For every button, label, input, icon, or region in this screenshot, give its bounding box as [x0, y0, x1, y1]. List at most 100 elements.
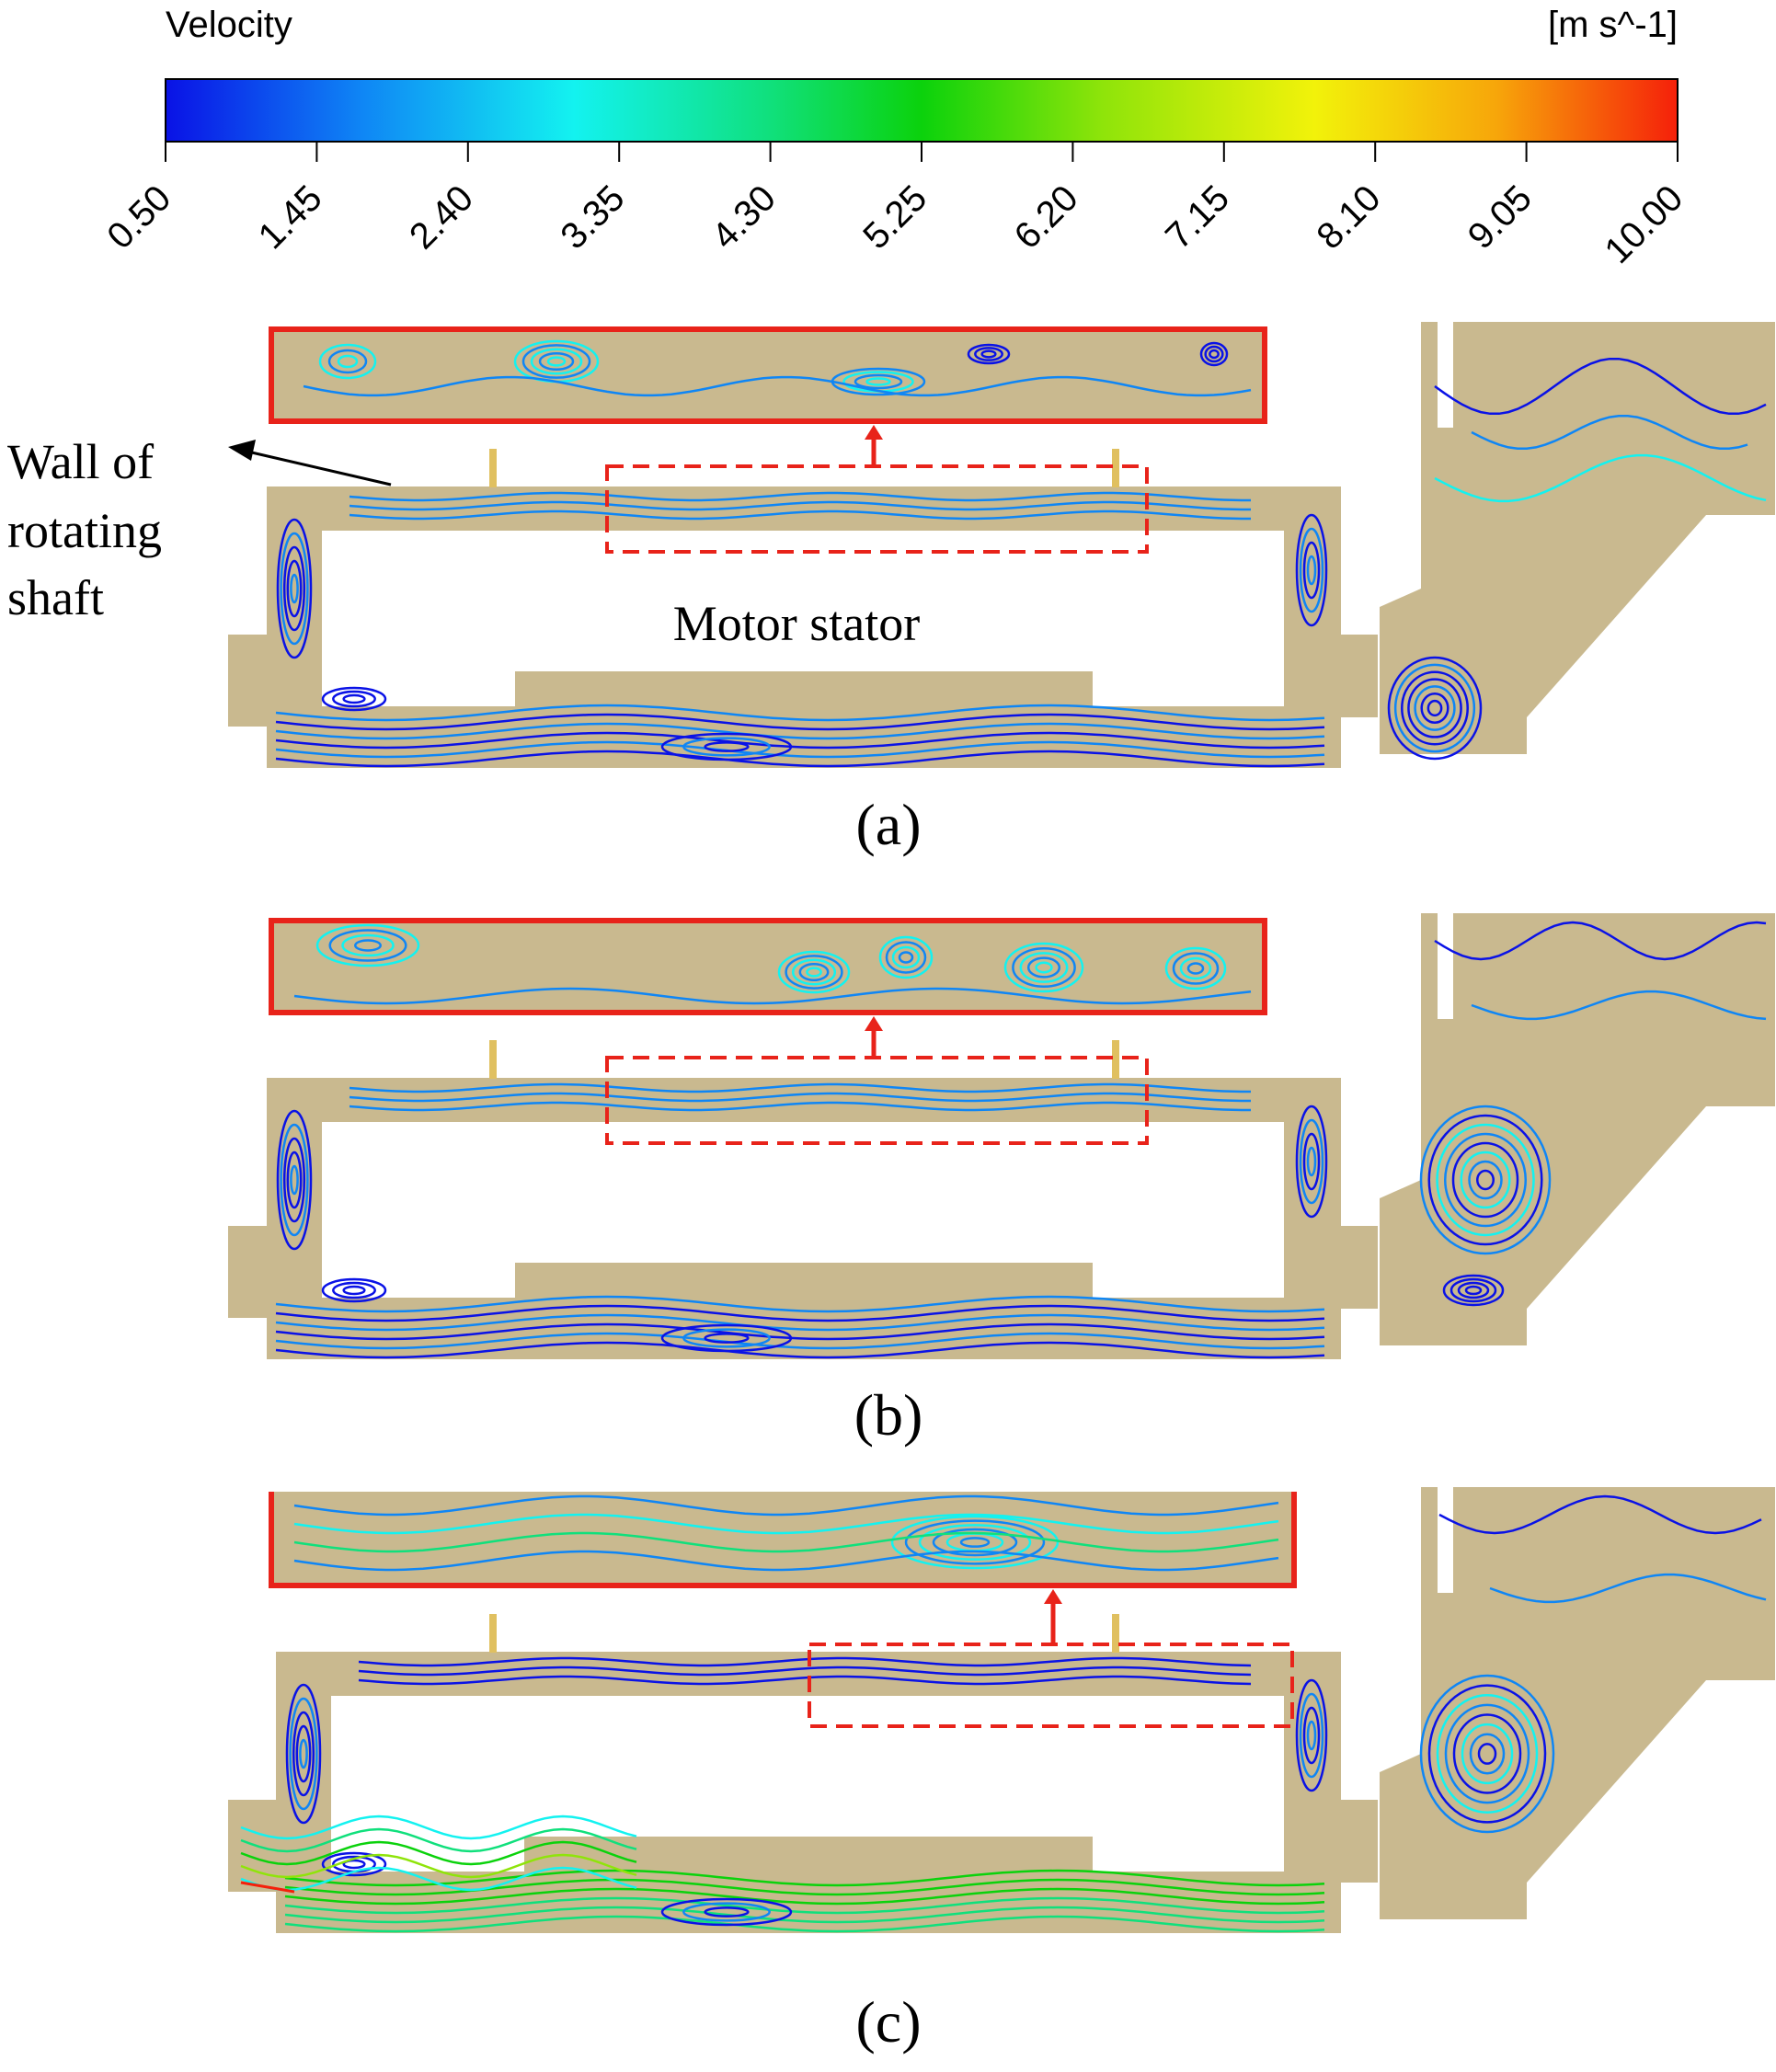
vortex-streamline — [660, 732, 793, 761]
vortex-streamline — [332, 690, 376, 708]
vortex-streamline — [315, 923, 420, 967]
streamline — [275, 704, 1325, 722]
vortex-streamline — [704, 1906, 750, 1917]
vortex-streamline — [1451, 1141, 1519, 1219]
vortex-streamline — [854, 373, 903, 390]
vortex-streamline — [1295, 1105, 1328, 1219]
vortex-streamline — [1419, 1105, 1552, 1255]
wall-label-line1: Wall of — [7, 434, 154, 489]
streamline — [275, 1304, 1325, 1322]
streamline — [275, 750, 1325, 768]
vortex-streamline — [1449, 1277, 1497, 1303]
enlarged-view — [271, 329, 1265, 421]
zoom-arrow-head — [1044, 1589, 1062, 1604]
vortex-streamline — [282, 545, 306, 632]
vortex-streamline — [1427, 699, 1443, 717]
colorbar-tick-label: 0.50 — [99, 177, 178, 257]
vortex-streamline — [885, 941, 927, 974]
vortex-streamline — [932, 1528, 1018, 1557]
vortex-streamline — [521, 344, 591, 379]
vortex-streamline — [1436, 1694, 1539, 1814]
vortex-streamline — [791, 958, 837, 986]
streamline — [1434, 453, 1767, 503]
colorbar-gradient — [165, 78, 1679, 143]
panel-a: (a) — [228, 322, 1775, 857]
streamline — [349, 500, 1251, 511]
vortex-streamline — [1444, 1132, 1527, 1228]
panel-c: (c) — [228, 1487, 1775, 2055]
colorbar-tick-label: 3.35 — [553, 177, 632, 257]
streamline — [293, 1531, 1279, 1553]
vortex-streamline — [865, 377, 891, 386]
vortex-streamline — [1204, 345, 1224, 363]
vortex-streamline — [1460, 1150, 1511, 1209]
vortex-streamline — [904, 1519, 1046, 1565]
vortex-streamline — [1420, 693, 1449, 724]
panels: (a)(b)(c) — [228, 322, 1775, 2055]
vortex-streamline — [286, 559, 303, 618]
enlarged-streamlines — [293, 923, 1252, 1005]
colorbar-tick-label: 9.05 — [1461, 177, 1540, 257]
vortex-streamline — [337, 354, 359, 369]
vortex-streamline — [878, 935, 934, 979]
enlarged-view-border — [269, 326, 1267, 424]
zoom-arrow-head — [865, 425, 883, 440]
enlarged-view-border — [269, 1492, 1297, 1588]
motor-stator-block — [322, 1122, 1284, 1263]
vortex-streamline — [332, 1281, 376, 1299]
vortex-streamline — [682, 737, 771, 757]
vortex-streamline — [980, 349, 997, 359]
vortex-streamline — [798, 962, 830, 982]
streamline — [1434, 357, 1767, 416]
highlight-region — [269, 326, 1267, 554]
wall-arrow-line — [243, 449, 392, 487]
streamline — [1471, 990, 1767, 1021]
colorbar-tick-label: 7.15 — [1158, 177, 1237, 257]
vortex-streamline — [290, 573, 299, 604]
streamline — [1438, 1494, 1762, 1535]
zoom-arrow-head — [865, 1016, 883, 1031]
streamlines — [275, 357, 1767, 768]
vortex-streamline — [918, 1524, 1032, 1561]
motor-stator-block — [331, 1696, 1284, 1837]
streamline — [275, 740, 1325, 759]
streamline — [284, 1878, 1325, 1896]
vortex-streamline — [1299, 527, 1324, 613]
vortex-streamline — [321, 1851, 387, 1877]
streamlines — [240, 1494, 1767, 1933]
vortex-streamline — [546, 356, 567, 367]
streamlines — [275, 921, 1767, 1359]
probe-marker — [1112, 1614, 1119, 1653]
vortex-streamline — [785, 955, 843, 990]
vortex-streamline — [1461, 1723, 1514, 1785]
streamline — [284, 1869, 1325, 1887]
vortex-streamline — [959, 1537, 991, 1548]
vortex-streamline — [1209, 349, 1220, 360]
streamline — [240, 1866, 637, 1892]
vortex-streamline — [1469, 1733, 1506, 1775]
vortex-streamline — [1414, 685, 1456, 731]
dashed-zoom-box — [605, 464, 1149, 554]
vortex-streamline — [1012, 946, 1076, 989]
vortex-streamline — [1295, 1678, 1328, 1792]
wall-annotation: Wall of rotating shaft — [7, 434, 392, 625]
streamline — [275, 1332, 1325, 1350]
vortex-streamline — [1401, 670, 1469, 746]
streamline — [275, 731, 1325, 750]
vortex-streamline — [890, 1515, 1060, 1570]
vortex-streamline — [967, 343, 1011, 365]
enlarged-streamlines — [303, 339, 1252, 397]
streamline — [240, 1840, 637, 1866]
wall-label-line3: shaft — [7, 570, 104, 625]
vortex-streamline — [280, 532, 309, 646]
streamline — [275, 1341, 1325, 1359]
streamline — [275, 722, 1325, 740]
vortex-streamline — [1179, 956, 1212, 980]
vortex-streamline — [806, 967, 822, 978]
vortex-streamline — [1302, 541, 1321, 600]
streamline — [358, 1675, 1252, 1686]
streamline — [275, 713, 1325, 731]
vortex-streamline — [286, 1150, 303, 1209]
